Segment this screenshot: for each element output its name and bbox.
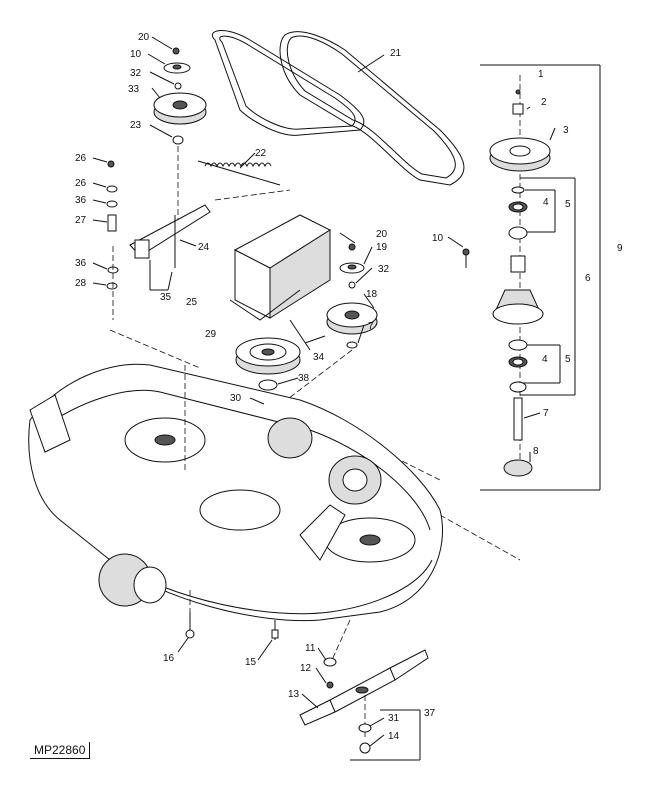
callout-37: 37 [424, 708, 436, 719]
callout-24: 24 [198, 242, 210, 253]
callout-10-a: 10 [130, 49, 142, 60]
figure-id-label: MP22860 [30, 742, 91, 759]
callout-36-b: 36 [75, 258, 87, 269]
callout-12: 12 [300, 663, 312, 674]
callout-30: 30 [230, 393, 242, 404]
callout-26-a: 26 [75, 153, 87, 164]
callout-20-b: 20 [376, 229, 388, 240]
callout-36-a: 36 [75, 195, 87, 206]
callout-6: 6 [585, 273, 591, 284]
callout-2-a: 2 [541, 97, 547, 108]
lower-hardware [185, 612, 351, 689]
leader-lines [92, 36, 556, 747]
callout-3: 3 [563, 125, 569, 136]
callout-26-b: 26 [75, 178, 87, 189]
callout-9: 9 [617, 243, 623, 254]
callout-28: 28 [75, 278, 87, 289]
callout-7-b: 7 [543, 408, 549, 419]
callout-20-a: 20 [138, 32, 150, 43]
callout-32-b: 32 [378, 264, 390, 275]
callout-19: 19 [376, 242, 388, 253]
callout-13: 13 [288, 689, 300, 700]
callout-numbers: 20 10 32 33 23 22 21 26 26 36 27 36 28 2… [75, 32, 623, 742]
mower-blade [299, 649, 429, 761]
callout-27: 27 [75, 215, 87, 226]
callout-14: 14 [388, 731, 400, 742]
idler-pulley-stack-left [153, 47, 207, 232]
callout-10-b: 10 [432, 233, 444, 244]
callout-25: 25 [186, 297, 198, 308]
callout-23: 23 [130, 120, 142, 131]
callout-38: 38 [298, 373, 310, 384]
callout-29: 29 [205, 329, 217, 340]
center-pulley-stack [279, 243, 378, 406]
callout-22: 22 [255, 148, 267, 159]
callout-15: 15 [245, 657, 257, 668]
callout-5-a: 5 [565, 199, 571, 210]
callout-31: 31 [388, 713, 400, 724]
callout-7-a: 7 [368, 321, 374, 332]
spindle-assembly [369, 64, 601, 561]
mower-deck [28, 329, 443, 622]
callout-18: 18 [366, 289, 378, 300]
idler-arm [129, 204, 211, 291]
tension-spring [197, 160, 291, 201]
callout-4-a: 4 [543, 197, 549, 208]
left-hardware [106, 160, 119, 320]
bolt-10 [462, 248, 470, 268]
callout-33: 33 [128, 84, 140, 95]
callout-32-a: 32 [130, 68, 142, 79]
callout-11: 11 [305, 643, 316, 654]
callout-16: 16 [163, 653, 175, 664]
callout-8: 8 [533, 446, 539, 457]
lower-pulley-29 [235, 337, 301, 410]
callout-34: 34 [313, 352, 325, 363]
callout-5-b: 5 [565, 354, 571, 365]
drive-belt [212, 30, 465, 186]
callout-21: 21 [390, 48, 402, 59]
callout-1: 1 [538, 69, 544, 80]
callout-4-b: 4 [542, 354, 548, 365]
callout-35: 35 [160, 292, 172, 303]
belt-guard [229, 214, 332, 351]
